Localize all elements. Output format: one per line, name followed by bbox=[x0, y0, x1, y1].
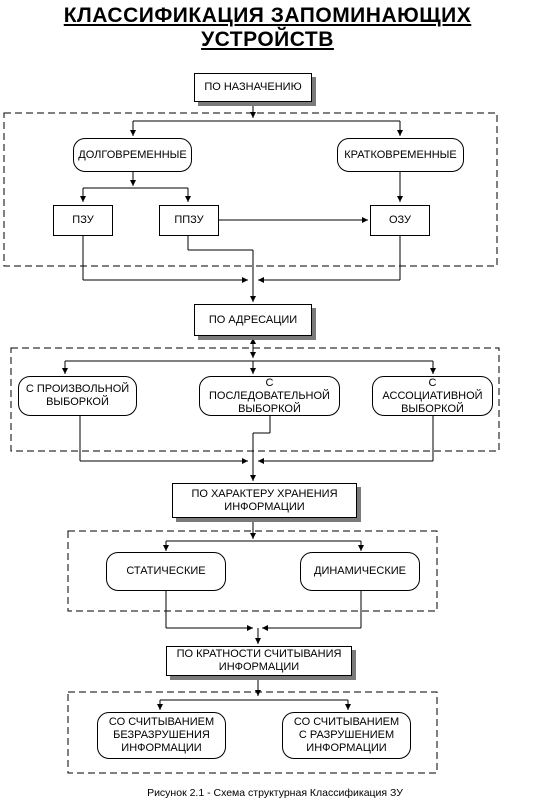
node-by-addressing: ПО АДРЕСАЦИИ bbox=[194, 304, 312, 336]
node-short-term: КРАТКОВРЕМЕННЫЕ bbox=[337, 138, 464, 172]
group-frame-storage bbox=[67, 530, 438, 612]
node-random-access: С ПРОИЗВОЛЬНОЙ ВЫБОРКОЙ bbox=[18, 376, 137, 416]
node-long-term: ДОЛГОВРЕМЕННЫЕ bbox=[73, 138, 192, 172]
diagram-title-line2: УСТРОЙСТВ bbox=[201, 28, 334, 51]
node-nondestructive-read: СО СЧИТЫВАНИЕМ БЕЗРАЗРУШЕНИЯ ИНФОРМАЦИИ bbox=[97, 712, 226, 759]
node-by-storage: ПО ХАРАКТЕРУ ХРАНЕНИЯ ИНФОРМАЦИИ bbox=[172, 483, 357, 518]
node-prom: ППЗУ bbox=[159, 205, 219, 236]
node-rom: ПЗУ bbox=[53, 205, 113, 236]
node-destructive-read: СО СЧИТЫВАНИЕМ С РАЗРУШЕНИЕМ ИНФОРМАЦИИ bbox=[282, 712, 411, 759]
figure-caption: Рисунок 2.1 - Схема структурная Классифи… bbox=[147, 787, 403, 799]
node-by-purpose: ПО НАЗНАЧЕНИЮ bbox=[194, 73, 312, 102]
group-frame-addressing bbox=[10, 347, 500, 452]
node-associative-access: С АССОЦИАТИВНОЙ ВЫБОРКОЙ bbox=[372, 376, 493, 416]
group-frame-read bbox=[67, 691, 438, 774]
node-static: СТАТИЧЕСКИЕ bbox=[106, 552, 226, 591]
group-frame-purpose bbox=[3, 112, 498, 267]
node-sequential-access: С ПОСЛЕДОВАТЕЛЬНОЙ ВЫБОРКОЙ bbox=[199, 376, 340, 416]
node-dynamic: ДИНАМИЧЕСКИЕ bbox=[300, 552, 420, 591]
diagram-title-line1: КЛАССИФИКАЦИЯ ЗАПОМИНАЮЩИХ bbox=[63, 4, 472, 27]
node-by-read-multiplicity: ПО КРАТНОСТИ СЧИТЫВАНИЯ ИНФОРМАЦИИ bbox=[166, 646, 352, 676]
node-ram: ОЗУ bbox=[370, 205, 430, 236]
